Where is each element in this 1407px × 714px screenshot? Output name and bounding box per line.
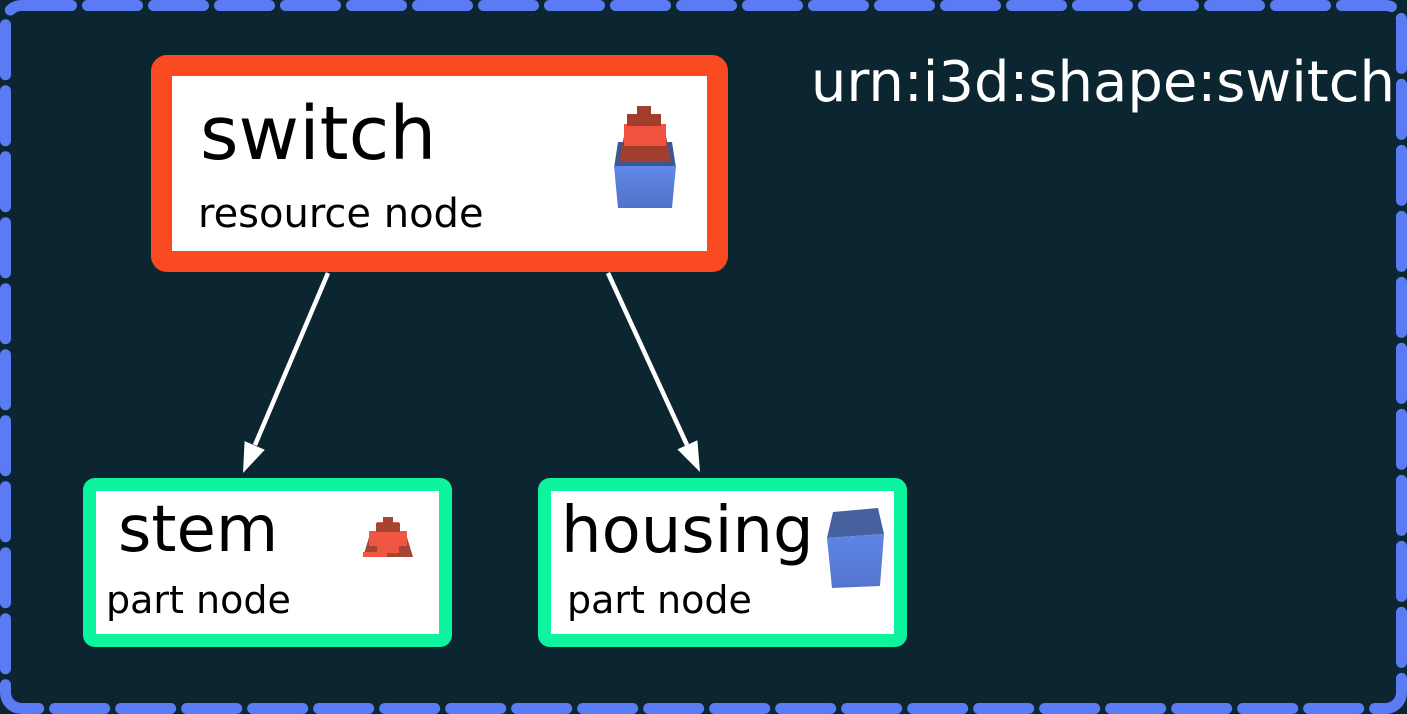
switch-keycap-3d-icon bbox=[614, 106, 676, 208]
node-switch-kind: resource node bbox=[198, 191, 484, 237]
node-stem-kind: part node bbox=[106, 578, 291, 622]
node-housing-kind: part node bbox=[567, 578, 752, 622]
edge-switch-to-stem bbox=[243, 272, 331, 473]
edge-switch-to-housing bbox=[605, 272, 700, 472]
node-housing-label: housing bbox=[561, 494, 814, 568]
arrowhead-icon bbox=[677, 440, 700, 472]
node-housing[interactable]: housing part node bbox=[538, 478, 907, 647]
housing-cube-3d-icon bbox=[827, 508, 884, 588]
node-switch-label: switch bbox=[200, 91, 437, 177]
diagram-title: urn:i3d:shape:switch bbox=[810, 50, 1395, 115]
node-switch[interactable]: switch resource node bbox=[151, 55, 728, 272]
node-stem[interactable]: stem part node bbox=[83, 478, 452, 647]
stem-3d-icon bbox=[363, 517, 413, 557]
node-stem-label: stem bbox=[118, 493, 279, 567]
arrowhead-icon bbox=[243, 441, 265, 473]
